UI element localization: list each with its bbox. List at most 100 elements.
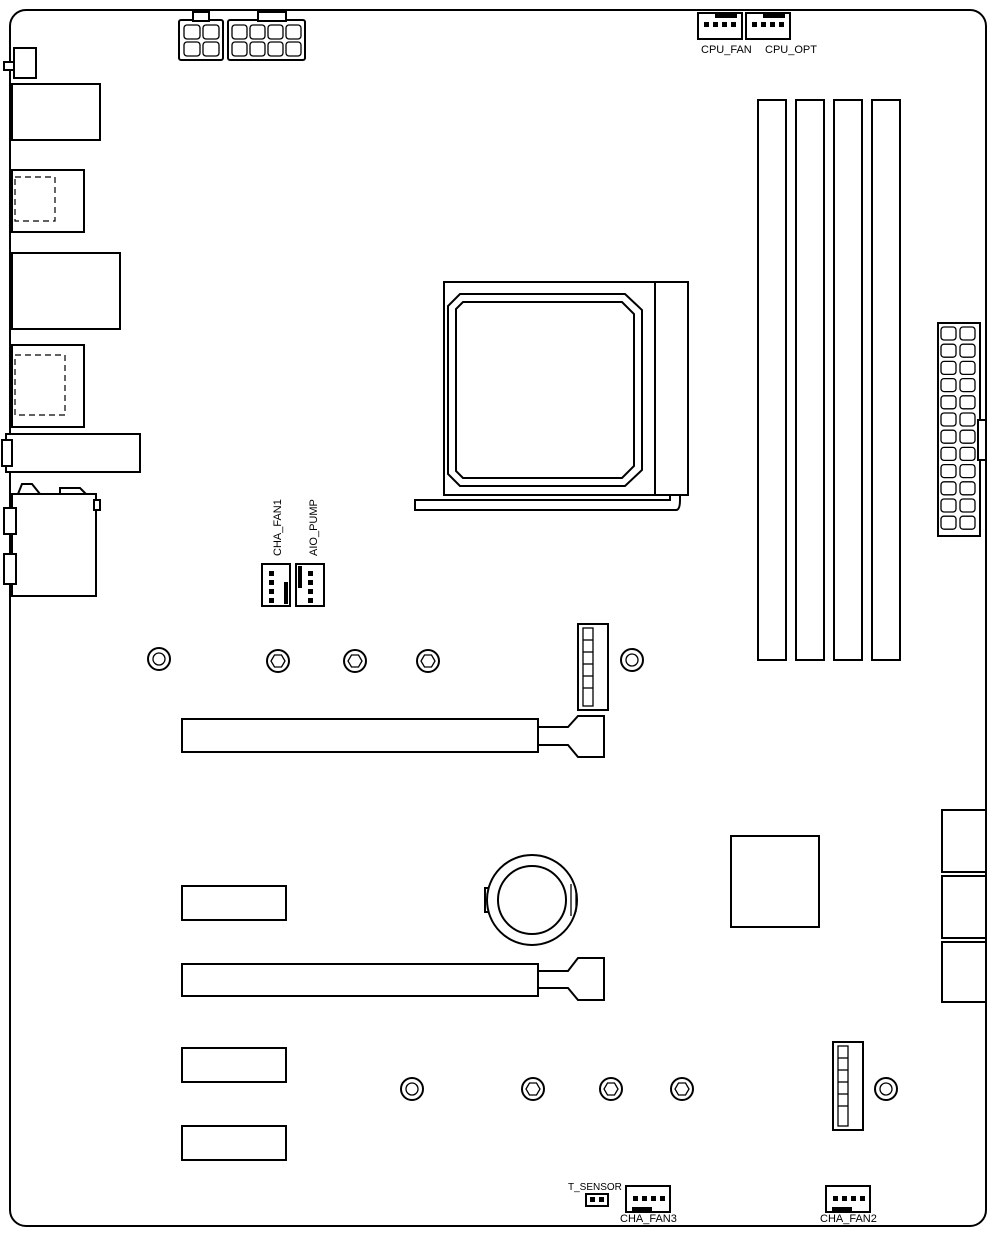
atx-pin xyxy=(940,481,957,496)
cpu-socket-lever xyxy=(414,494,681,511)
atx-pin xyxy=(940,515,957,530)
atx-pin xyxy=(959,446,976,462)
m2-slot-2 xyxy=(832,1041,864,1131)
standoff xyxy=(266,649,290,673)
standoff xyxy=(416,649,440,673)
atx-pin xyxy=(940,412,957,427)
standoff-row-2 xyxy=(400,1077,898,1101)
rear-io-panel xyxy=(1,47,141,597)
pcie-x16-slot-1 xyxy=(181,715,605,758)
standoff xyxy=(343,649,367,673)
standoff-hex xyxy=(347,654,363,668)
sata-port-3 xyxy=(941,941,987,1003)
atx-pin xyxy=(959,498,976,513)
atx-pin xyxy=(959,463,976,479)
atx-pin xyxy=(959,515,976,530)
atx-pin xyxy=(959,326,976,341)
cha-fan3-header: CHA_FAN3 xyxy=(620,1185,677,1225)
io-audio-latch-1 xyxy=(17,483,41,495)
cha-fan2-label: CHA_FAN2 xyxy=(820,1213,877,1225)
io-port-1 xyxy=(13,47,37,79)
standoff-hex xyxy=(525,1082,541,1096)
mount-hole-inner xyxy=(405,1082,419,1096)
atx-pin xyxy=(940,360,957,376)
atx-24pin-connector xyxy=(937,322,987,537)
mount-hole xyxy=(874,1077,898,1101)
atx-pin xyxy=(940,395,957,410)
atx-pin xyxy=(959,360,976,376)
mount-hole xyxy=(620,648,644,672)
standoff-hex xyxy=(603,1082,619,1096)
atx-pin xyxy=(940,446,957,462)
cpu-fan-header: CPU_FAN xyxy=(697,12,752,56)
aio-pump-header: AIO_PUMP xyxy=(295,499,325,607)
sata-ports xyxy=(941,809,987,1003)
cha-fan3-label: CHA_FAN3 xyxy=(620,1213,677,1225)
pcb-outline xyxy=(9,9,987,1227)
cha-fan1-header: CHA_FAN1 xyxy=(261,499,291,607)
mount-hole xyxy=(400,1077,424,1101)
standoff-hex xyxy=(674,1082,690,1096)
standoff xyxy=(599,1077,623,1101)
chipset xyxy=(730,835,820,928)
atx-pin xyxy=(940,343,957,358)
io-port-6 xyxy=(5,433,141,473)
standoff-hex xyxy=(420,654,436,668)
cpu-power-8pin xyxy=(227,11,306,61)
standoff xyxy=(670,1077,694,1101)
atx-pin xyxy=(959,429,976,444)
io-audio-jack-2 xyxy=(3,553,17,585)
atx-pin xyxy=(940,377,957,393)
io-audio-tab xyxy=(93,499,101,511)
pcie-x1-slot-2 xyxy=(181,1047,287,1083)
pcie-x1-slot-3 xyxy=(181,1125,287,1161)
cpu-socket xyxy=(414,281,689,511)
atx-pin xyxy=(959,481,976,496)
mount-hole-inner xyxy=(152,652,166,666)
aio-pump-label: AIO_PUMP xyxy=(308,499,320,556)
io-port-6-tab xyxy=(1,439,13,467)
mount-hole-inner xyxy=(625,653,639,667)
io-port-4 xyxy=(11,252,121,330)
io-port-5 xyxy=(11,344,85,428)
cpu-fan-label: CPU_FAN xyxy=(701,44,752,56)
sata-port-2 xyxy=(941,875,987,939)
io-port-3-inner xyxy=(14,176,56,222)
io-audio-jack-1 xyxy=(3,507,17,535)
pcie-x16-slot-2 xyxy=(181,957,605,1001)
atx-pin xyxy=(959,412,976,427)
m2-slot-1 xyxy=(577,623,609,711)
cpu-socket-inner-plate xyxy=(455,301,635,479)
atx-pin xyxy=(940,463,957,479)
mount-hole-inner xyxy=(879,1082,893,1096)
cpu-power-4pin xyxy=(178,11,224,61)
pcie-x1-slot-1 xyxy=(181,885,287,921)
dimm-slot-b1 xyxy=(833,99,863,661)
cmos-battery xyxy=(484,854,578,946)
standoff-hex xyxy=(270,654,286,668)
io-audio-latch-2 xyxy=(59,487,87,495)
dimm-slot-b2 xyxy=(871,99,901,661)
atx-pin xyxy=(959,343,976,358)
io-audio-block xyxy=(11,493,97,597)
dimm-slot-a1 xyxy=(757,99,787,661)
atx-pin xyxy=(940,326,957,341)
t-sensor-header: T_SENSOR xyxy=(568,1182,622,1207)
atx-pin xyxy=(959,395,976,410)
cha-fan1-label: CHA_FAN1 xyxy=(272,499,284,556)
cha-fan2-header: CHA_FAN2 xyxy=(820,1185,877,1225)
io-port-3 xyxy=(11,169,85,233)
atx-pin xyxy=(940,498,957,513)
cpu-opt-label: CPU_OPT xyxy=(765,44,817,56)
io-port-2 xyxy=(11,83,101,141)
cpu-socket-frame xyxy=(443,281,689,496)
sata-port-1 xyxy=(941,809,987,873)
cpu-opt-header: CPU_OPT xyxy=(745,12,817,56)
standoff xyxy=(521,1077,545,1101)
t-sensor-label: T_SENSOR xyxy=(568,1182,622,1193)
atx-pin xyxy=(940,429,957,444)
atx-pin xyxy=(959,377,976,393)
dimm-slot-a2 xyxy=(795,99,825,661)
io-port-5-inner xyxy=(14,354,66,416)
